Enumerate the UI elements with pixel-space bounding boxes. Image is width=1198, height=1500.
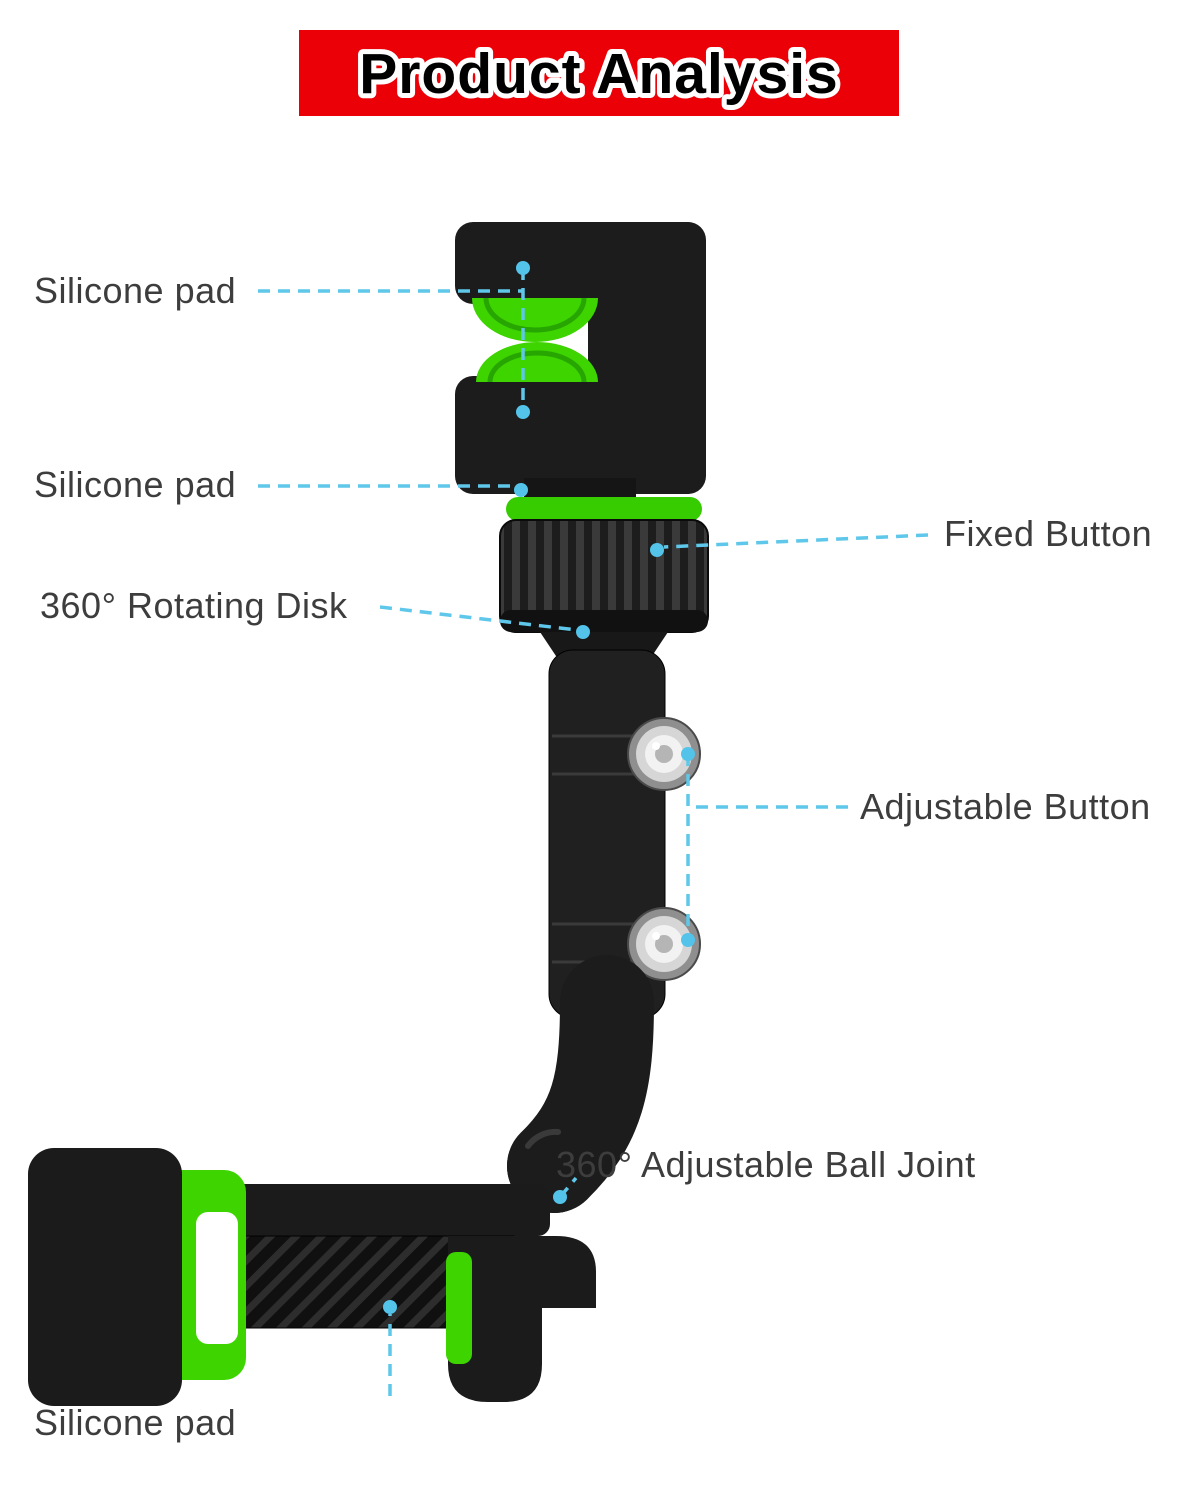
top-clamp [455, 222, 706, 494]
dot-ball-joint [553, 1190, 567, 1204]
leader-fixed-button [663, 533, 929, 549]
dot-adjustable-lower [681, 933, 695, 947]
label-adjustable-button: Adjustable Button [860, 786, 1151, 827]
bottom-clamp-left-jaw [28, 1148, 182, 1406]
dot-silicone-pad-bottom [383, 1300, 397, 1314]
title-banner: Product Analysis [299, 30, 899, 116]
leader-dots [383, 261, 695, 1314]
leader-lines [258, 268, 929, 1396]
bottom-clamp-bar [216, 1184, 550, 1236]
leader-rotating-disk [379, 605, 578, 632]
silicone-pad-top-groove [483, 297, 587, 333]
label-rotating-disk: 360° Rotating Disk [40, 585, 348, 626]
label-fixed-button: Fixed Button [944, 513, 1153, 554]
page-title: Product Analysis [359, 42, 839, 106]
dot-silicone-pad-top [516, 261, 530, 275]
arm [548, 649, 701, 1019]
label-ball-joint: 360° Adjustable Ball Joint [556, 1144, 976, 1185]
adjustable-button-upper-icon [627, 717, 701, 791]
dot-rotating-disk [576, 625, 590, 639]
dot-fixed-button [650, 543, 664, 557]
silicone-pad-lower-groove [487, 350, 587, 383]
dot-silicone-pad-lower [516, 405, 530, 419]
pad-window [196, 1212, 238, 1344]
dot-adjustable-upper [681, 747, 695, 761]
rotating-disk-lip [500, 610, 708, 632]
label-silicone-pad-mid: Silicone pad [34, 464, 237, 505]
adjustable-button-lower-icon [627, 907, 701, 981]
bottom-clamp [28, 1148, 596, 1406]
green-ring [506, 497, 702, 521]
rotating-disk-assembly [499, 478, 709, 656]
dot-silicone-pad-mid [514, 483, 528, 497]
label-silicone-pad-bottom: Silicone pad [34, 1402, 237, 1443]
silicone-pad-top-icon [472, 298, 598, 342]
top-clamp-lower-jaw [455, 376, 705, 494]
ball-joint-highlight [525, 1128, 561, 1149]
silicone-pad-lower-icon [476, 342, 598, 382]
top-clamp-upper-jaw [455, 222, 705, 304]
label-silicone-pad-top: Silicone pad [34, 270, 237, 311]
silicone-pad-right-icon [446, 1252, 472, 1364]
title-banner-svg: Product Analysis [354, 37, 843, 111]
bottom-clamp-right-jaw [448, 1236, 596, 1402]
